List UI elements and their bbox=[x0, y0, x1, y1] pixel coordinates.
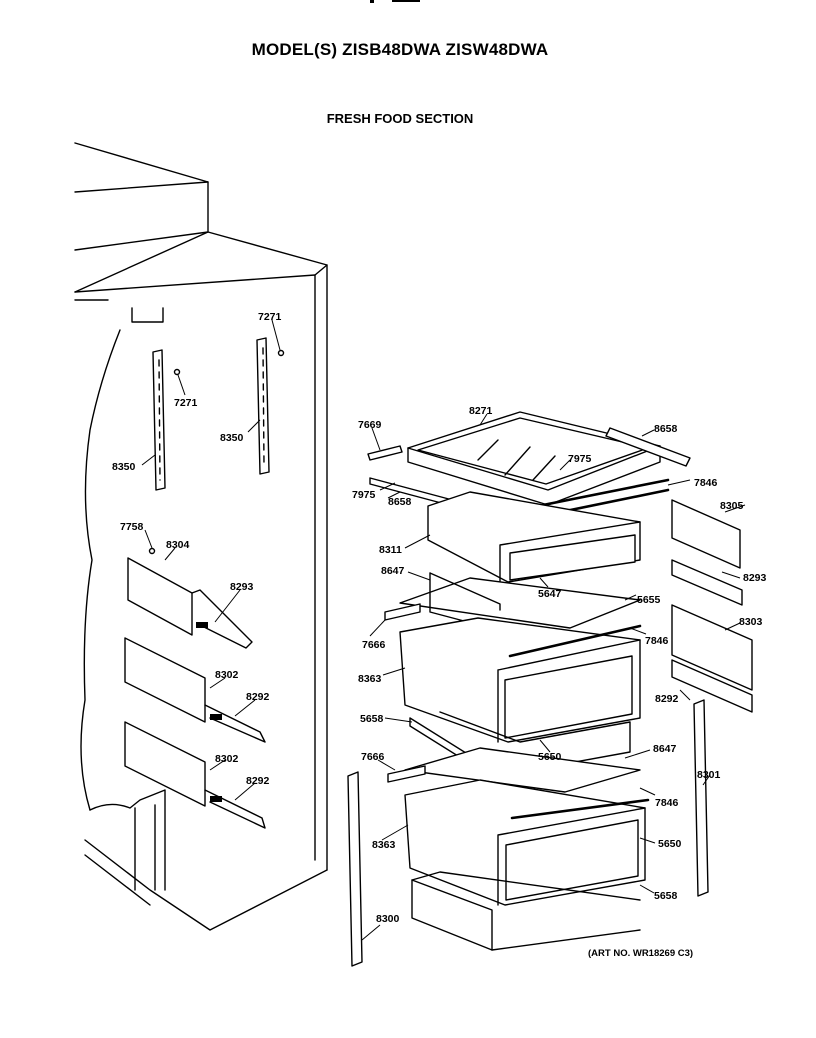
part-label-8292: 8292 bbox=[246, 775, 270, 787]
cabinet-notch bbox=[131, 307, 164, 323]
part-label-5650: 5650 bbox=[538, 751, 562, 763]
part-label-8302: 8302 bbox=[215, 669, 239, 681]
part-label-8647: 8647 bbox=[653, 743, 677, 755]
cabinet-front-frame-outer bbox=[74, 231, 328, 871]
page-top-mark bbox=[370, 0, 422, 3]
top-mark-bar bbox=[392, 0, 420, 2]
part-label-8293: 8293 bbox=[230, 581, 254, 593]
cabinet-floor bbox=[84, 839, 328, 931]
pan-8311 bbox=[427, 491, 641, 583]
part-label-5655: 5655 bbox=[637, 594, 661, 606]
part-label-8304: 8304 bbox=[166, 539, 190, 551]
part-label-8303: 8303 bbox=[739, 616, 763, 628]
door-bin-upper bbox=[127, 557, 253, 649]
frame-corner bbox=[314, 264, 328, 276]
right-cover-pieces bbox=[671, 499, 753, 713]
part-label-5658: 5658 bbox=[360, 713, 384, 725]
cabinet-upper-side bbox=[74, 181, 209, 251]
door-bin-middle bbox=[124, 637, 266, 743]
art-number: (ART NO. WR18269 C3) bbox=[588, 948, 694, 959]
part-label-7975: 7975 bbox=[568, 453, 592, 465]
part-labels: 7271 7271 8350 8350 7758 8304 8293 8302 … bbox=[112, 311, 767, 925]
part-label-7666: 7666 bbox=[362, 639, 386, 651]
part-label-7758: 7758 bbox=[120, 521, 144, 533]
part-label-8658: 8658 bbox=[388, 496, 412, 508]
shelf-ladder-right bbox=[256, 337, 270, 475]
cabinet bbox=[74, 142, 328, 931]
part-label-7271: 7271 bbox=[258, 311, 282, 323]
side-rail-left bbox=[347, 771, 363, 967]
part-label-8363: 8363 bbox=[358, 673, 382, 685]
part-label-8292: 8292 bbox=[655, 693, 679, 705]
part-label-8350: 8350 bbox=[220, 432, 244, 444]
part-label-5650: 5650 bbox=[658, 838, 682, 850]
side-rail-right bbox=[693, 699, 709, 897]
part-label-8293: 8293 bbox=[743, 572, 767, 584]
part-label-7846: 7846 bbox=[645, 635, 669, 647]
part-label-8311: 8311 bbox=[379, 544, 402, 556]
part-label-8301: 8301 bbox=[697, 769, 721, 781]
part-label-8302: 8302 bbox=[215, 753, 239, 765]
part-label-8658: 8658 bbox=[654, 423, 678, 435]
glass-shelf-top bbox=[407, 411, 661, 506]
part-label-8300: 8300 bbox=[376, 913, 400, 925]
part-label-7846: 7846 bbox=[655, 797, 679, 809]
door-bin-lower bbox=[124, 721, 266, 829]
part-label-8271: 8271 bbox=[469, 405, 493, 417]
part-label-7846: 7846 bbox=[694, 477, 718, 489]
ladder-screws bbox=[148, 349, 285, 555]
cabinet-floor-post bbox=[134, 804, 156, 891]
shelf-ladder-left bbox=[152, 349, 166, 491]
part-label-5658: 5658 bbox=[654, 890, 678, 902]
leader-lines bbox=[141, 319, 746, 941]
part-label-7975: 7975 bbox=[352, 489, 376, 501]
part-label-7669: 7669 bbox=[358, 419, 382, 431]
section-title: FRESH FOOD SECTION bbox=[326, 111, 474, 126]
part-label-7666: 7666 bbox=[361, 751, 385, 763]
top-mark-tick bbox=[370, 0, 374, 3]
crisper-drawer-lower bbox=[404, 779, 650, 906]
part-label-8292: 8292 bbox=[246, 691, 270, 703]
part-label-8350: 8350 bbox=[112, 461, 136, 473]
cutaway-bottom bbox=[89, 789, 166, 891]
part-label-5647: 5647 bbox=[538, 588, 562, 600]
crisper-cover-upper bbox=[399, 572, 641, 631]
crisper-drawer-upper bbox=[384, 603, 642, 743]
cabinet-top-edge bbox=[74, 142, 209, 193]
part-label-8305: 8305 bbox=[720, 500, 744, 512]
part-label-7271: 7271 bbox=[174, 397, 198, 409]
part-label-8363: 8363 bbox=[372, 839, 396, 851]
cutaway-edge bbox=[80, 329, 121, 811]
page-title: MODEL(S) ZISB48DWA ZISW48DWA bbox=[251, 40, 549, 59]
drawer-frame-bottom bbox=[411, 871, 641, 951]
part-label-8647: 8647 bbox=[381, 565, 405, 577]
